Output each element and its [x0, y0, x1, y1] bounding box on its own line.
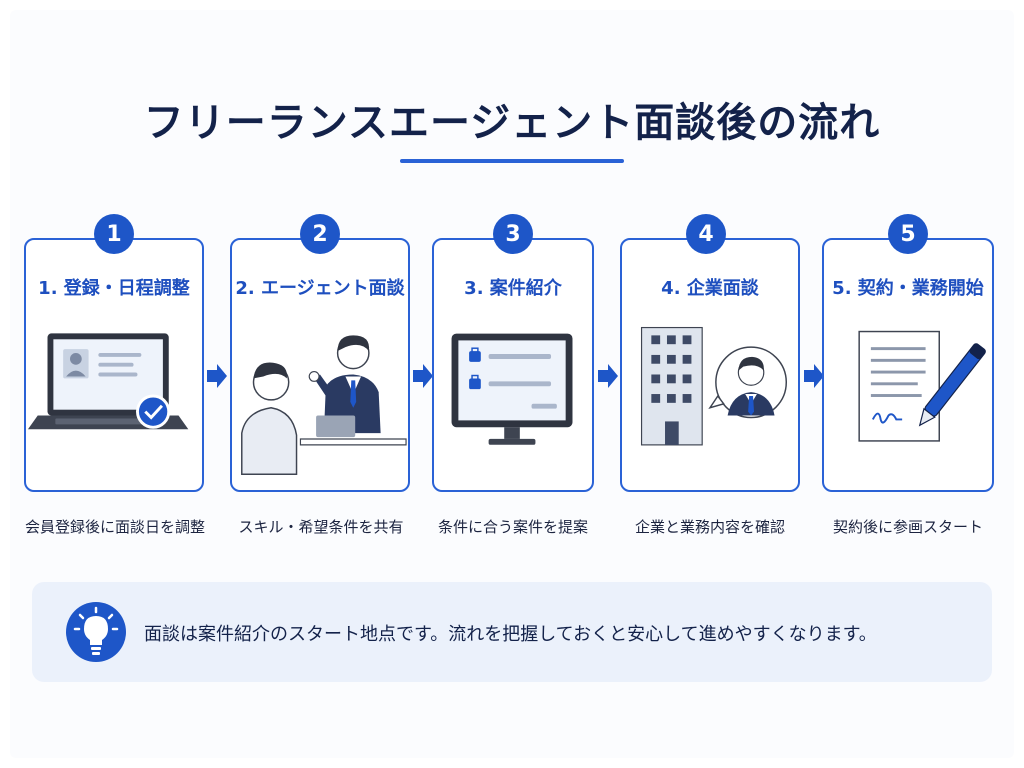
step-card-2: 2. エージェント面談	[230, 238, 410, 492]
monitor-job-list-icon	[451, 333, 573, 445]
step-title: 1. 登録・日程調整	[38, 278, 190, 299]
step-description-4: 企業と業務内容を確認	[634, 518, 785, 536]
contract-document-icon	[858, 330, 986, 442]
step-description-2: スキル・希望条件を共有	[238, 518, 404, 536]
step-description-1: 会員登録後に面談日を調整	[24, 518, 205, 536]
lightbulb-icon	[66, 602, 126, 662]
step-card-5: 5. 契約・業務開始	[822, 238, 994, 492]
step-description-5: 契約後に参画スタート	[832, 518, 983, 536]
tip-box: 面談は案件紹介のスタート地点です。流れを把握しておくと安心して進めやすくなります…	[32, 582, 992, 682]
step-number-badge-3: 3	[493, 214, 533, 254]
page-title: フリーランスエージェント面談後の流れ	[143, 100, 881, 146]
arrow-right-icon	[804, 364, 824, 388]
step-card-4: 4. 企業面談	[620, 238, 800, 492]
company-building-icon	[640, 326, 787, 446]
arrow-right-icon	[598, 364, 618, 388]
step-title: 5. 契約・業務開始	[832, 278, 984, 299]
step-title: 3. 案件紹介	[464, 278, 562, 299]
title-underline	[400, 159, 624, 163]
step-title: 4. 企業面談	[661, 278, 759, 299]
step-number-badge-2: 2	[300, 214, 340, 254]
laptop-profile-icon	[27, 333, 189, 430]
arrow-right-icon	[207, 364, 227, 388]
step-description-3: 条件に合う案件を提案	[437, 518, 588, 536]
step-number-badge-1: 1	[94, 214, 134, 254]
step-number-badge-5: 5	[888, 214, 928, 254]
meeting-icon	[241, 335, 407, 475]
step-number-badge-4: 4	[686, 214, 726, 254]
tip-text: 面談は案件紹介のスタート地点です。流れを把握しておくと安心して進めやすくなります…	[144, 624, 877, 645]
arrow-right-icon	[413, 364, 433, 388]
step-title: 2. エージェント面談	[235, 278, 405, 299]
step-card-3: 3. 案件紹介	[432, 238, 594, 492]
step-card-1: 1. 登録・日程調整	[24, 238, 204, 492]
